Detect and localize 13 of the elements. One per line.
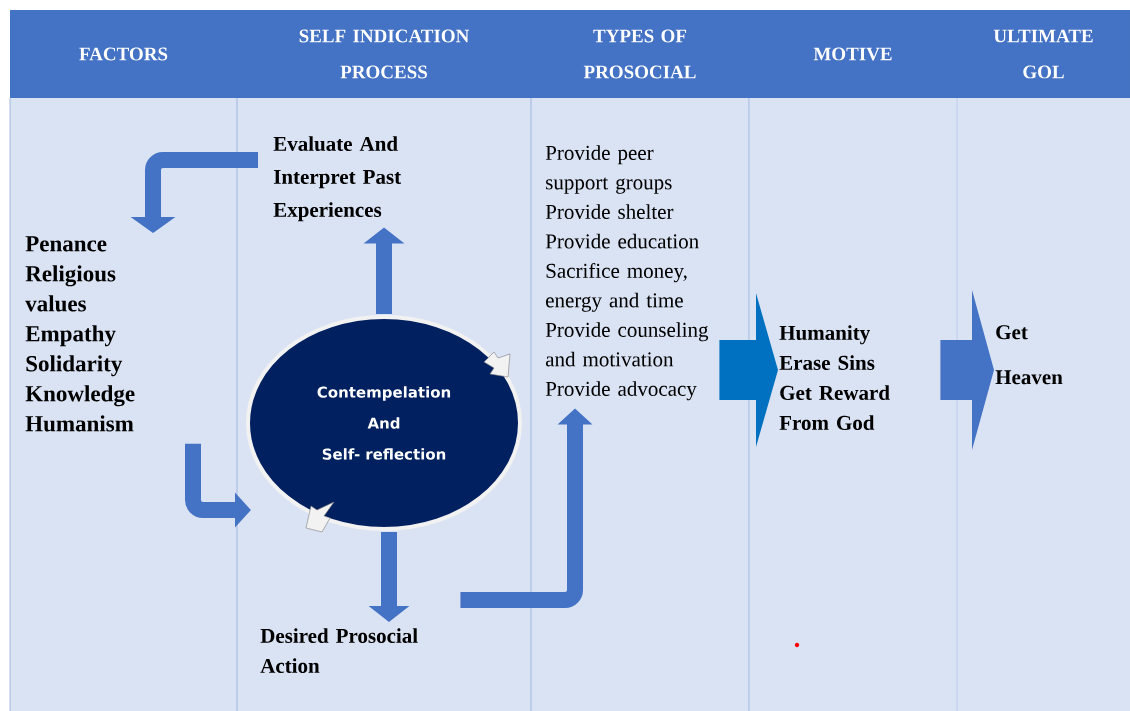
- process-step: Evaluate And Interpret Past Experiences: [273, 136, 401, 222]
- column-header: MOTIVE: [813, 47, 892, 61]
- prosocial-list: Provide peer support groups Provide shelter Provide education Sacrifice money, energy and time Provide counseling and motivation Provide advocacy: [545, 145, 709, 401]
- goal-text: Get Heaven: [995, 325, 1063, 385]
- factor-list: Penance Religious values Empathy Solidarity Knowledge Humanism: [25, 236, 135, 432]
- arrow: [719, 293, 778, 447]
- column-header: ULTIMATE GOL: [993, 29, 1093, 79]
- arrow: [940, 290, 994, 450]
- process-step: Desired Prosocial Action: [260, 628, 418, 673]
- column-header: FACTORS: [79, 47, 168, 61]
- motive-list: Humanity Erase Sins Get Reward From God: [779, 325, 890, 430]
- column-header: TYPES OF PROSOCIAL: [583, 29, 696, 79]
- column-header: SELF INDICATION PROCESS: [299, 29, 470, 79]
